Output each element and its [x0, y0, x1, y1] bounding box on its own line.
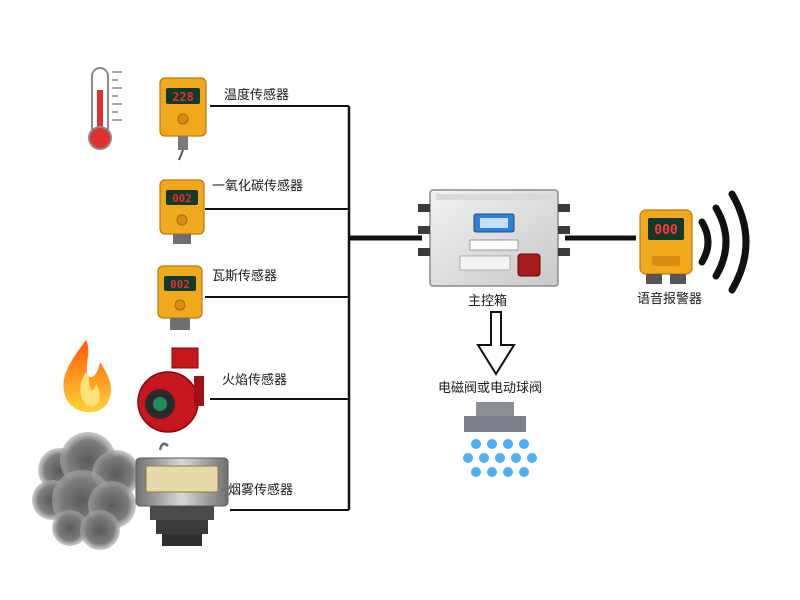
co-sensor-label: 一氧化碳传感器	[212, 178, 303, 194]
temperature-sensor-label: 温度传感器	[224, 87, 289, 103]
water-drops	[463, 439, 537, 477]
flame-sensor	[137, 347, 204, 433]
controller-box	[418, 189, 570, 287]
thermometer-icon	[88, 67, 122, 150]
co-sensor: 002	[159, 179, 205, 244]
smoke-sensor	[135, 442, 229, 546]
arrow-down-icon	[476, 311, 516, 376]
controller-label: 主控箱	[468, 293, 507, 309]
sprinkler-icon	[463, 402, 537, 477]
voice-alarm: 000	[639, 209, 693, 284]
alarm-label: 语音报警器	[637, 291, 702, 307]
flame-sensor-label: 火焰传感器	[222, 372, 287, 388]
gas-sensor: 002	[157, 265, 203, 330]
alarm-display: 000	[654, 223, 678, 238]
wiring	[205, 105, 636, 511]
temperature-sensor: 228	[159, 77, 207, 161]
smoke-sensor-label: 烟雾传感器	[228, 482, 293, 498]
smoke-icon	[32, 432, 140, 550]
sound-waves-icon	[698, 190, 750, 294]
gas-sensor-label: 瓦斯传感器	[212, 268, 277, 284]
co-sensor-display: 002	[172, 192, 192, 205]
valve-label: 电磁阀或电动球阀	[438, 381, 542, 396]
flame-icon	[63, 340, 111, 413]
gas-sensor-display: 002	[170, 278, 190, 291]
temperature-sensor-display: 228	[172, 90, 194, 104]
